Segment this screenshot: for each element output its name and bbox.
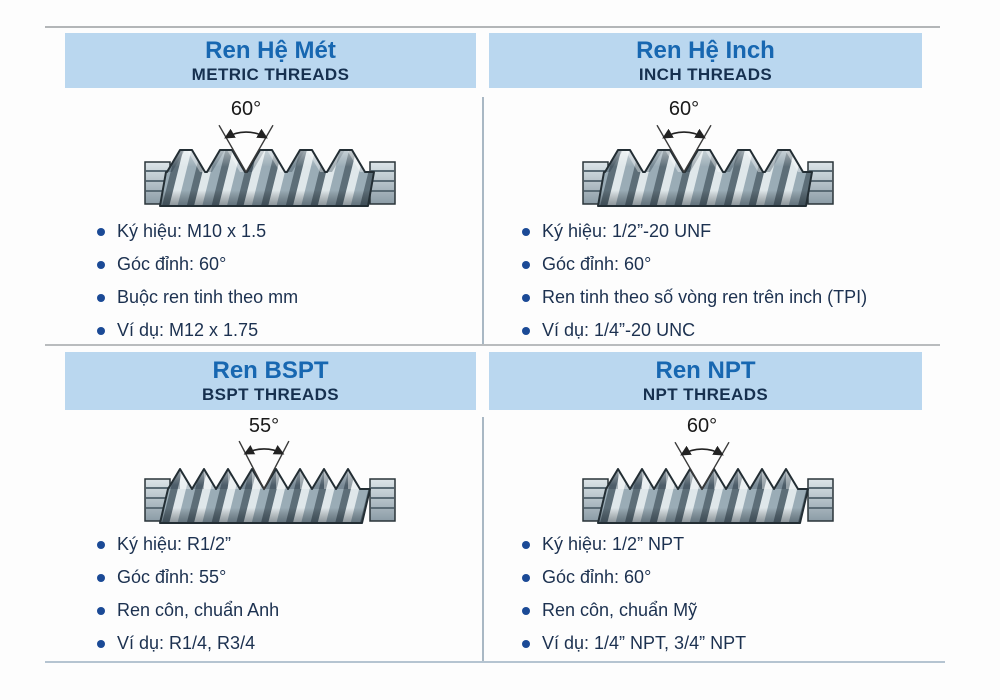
header-npt: Ren NPT NPT THREADS: [489, 352, 922, 410]
spec-list-npt: Ký hiệu: 1/2” NPT Góc đỉnh: 60° Ren côn,…: [522, 534, 942, 666]
header-inch: Ren Hệ Inch INCH THREADS: [489, 33, 922, 88]
panel-subtitle: BSPT THREADS: [201, 385, 340, 404]
header-metric: Ren Hệ Mét METRIC THREADS: [65, 33, 476, 88]
bullet-icon: [97, 607, 105, 615]
bullet-icon: [522, 607, 530, 615]
thread-svg: 55°: [144, 415, 396, 524]
vertical-divider-top: [482, 97, 484, 344]
list-item-text: Ví dụ: M12 x 1.75: [117, 320, 259, 340]
list-item: Góc đỉnh: 60°: [97, 254, 517, 275]
list-item-text: Ví dụ: R1/4, R3/4: [117, 633, 256, 653]
thread-right-shank: [807, 478, 834, 522]
middle-divider-line: [45, 344, 940, 346]
bullet-icon: [522, 261, 530, 269]
bullet-icon: [522, 541, 530, 549]
bullet-icon: [97, 228, 105, 236]
bullet-icon: [97, 327, 105, 335]
list-item: Ren tinh theo số vòng ren trên inch (TPI…: [522, 287, 942, 308]
list-item: Ren côn, chuẩn Anh: [97, 600, 517, 621]
bullet-icon: [97, 261, 105, 269]
thread-svg: 60°: [144, 98, 396, 207]
angle-arc-arrow: [243, 445, 285, 455]
bullet-icon: [522, 574, 530, 582]
list-item: Ký hiệu: 1/2” NPT: [522, 534, 942, 555]
bullet-icon: [522, 294, 530, 302]
list-item-text: Góc đỉnh: 55°: [117, 567, 227, 587]
thread-svg: 60°: [582, 98, 834, 207]
bullet-icon: [97, 574, 105, 582]
list-item-text: Ví dụ: 1/4” NPT, 3/4” NPT: [542, 633, 747, 653]
list-item-text: Ví dụ: 1/4”-20 UNC: [542, 320, 696, 340]
angle-label: 55°: [249, 415, 279, 437]
thread-right-shank: [369, 478, 396, 522]
panel-subtitle: INCH THREADS: [638, 64, 773, 84]
angle-label: 60°: [687, 415, 717, 437]
list-item-text: Ký hiệu: 1/2” NPT: [542, 534, 685, 554]
angle-label: 60°: [669, 98, 699, 120]
list-item-text: Ren côn, chuẩn Mỹ: [542, 600, 698, 620]
list-item-text: Ký hiệu: 1/2”-20 UNF: [542, 221, 712, 241]
thread-illustration-npt: 60°: [578, 413, 838, 531]
panel-title: Ren BSPT: [212, 357, 329, 384]
list-item-text: Góc đỉnh: 60°: [542, 254, 652, 274]
list-item: Ký hiệu: M10 x 1.5: [97, 221, 517, 242]
list-item: Góc đỉnh: 55°: [97, 567, 517, 588]
panel-subtitle: NPT THREADS: [642, 385, 769, 404]
bullet-icon: [522, 640, 530, 648]
angle-arc-arrow: [224, 128, 268, 139]
bullet-icon: [97, 640, 105, 648]
list-item: Ký hiệu: 1/2”-20 UNF: [522, 221, 942, 242]
angle-flank-lines: [656, 124, 712, 174]
spec-list-inch: Ký hiệu: 1/2”-20 UNF Góc đỉnh: 60° Ren t…: [522, 221, 942, 353]
panel-title: Ren Hệ Mét: [205, 36, 336, 64]
list-item-text: Buộc ren tinh theo mm: [117, 287, 299, 307]
list-item-text: Góc đỉnh: 60°: [117, 254, 227, 274]
bullet-icon: [522, 228, 530, 236]
panel-subtitle: METRIC THREADS: [191, 64, 350, 84]
list-item: Ví dụ: 1/4” NPT, 3/4” NPT: [522, 633, 942, 654]
list-item: Góc đỉnh: 60°: [522, 254, 942, 275]
top-divider-line: [45, 26, 940, 28]
spec-list-metric: Ký hiệu: M10 x 1.5 Góc đỉnh: 60° Buộc re…: [97, 221, 517, 353]
bottom-divider-line: [45, 661, 945, 663]
list-item: Ký hiệu: R1/2”: [97, 534, 517, 555]
list-item: Ví dụ: M12 x 1.75: [97, 320, 517, 341]
panel-title: Ren Hệ Inch: [636, 36, 775, 64]
list-item: Ví dụ: R1/4, R3/4: [97, 633, 517, 654]
list-item-text: Ký hiệu: M10 x 1.5: [117, 221, 267, 241]
thread-illustration-metric: 60°: [140, 96, 400, 214]
panel-title: Ren NPT: [655, 357, 756, 384]
thread-svg: 60°: [582, 415, 834, 524]
thread-illustration-inch: 60°: [578, 96, 838, 214]
list-item: Ví dụ: 1/4”-20 UNC: [522, 320, 942, 341]
angle-arc-arrow: [662, 128, 706, 139]
angle-flank-lines: [238, 440, 290, 491]
thread-right-shank: [807, 161, 834, 205]
list-item-text: Ký hiệu: R1/2”: [117, 534, 232, 554]
list-item-text: Ren côn, chuẩn Anh: [117, 600, 280, 620]
angle-flank-lines: [218, 124, 274, 174]
list-item: Góc đỉnh: 60°: [522, 567, 942, 588]
thread-right-shank: [369, 161, 396, 205]
spec-list-bspt: Ký hiệu: R1/2” Góc đỉnh: 55° Ren côn, ch…: [97, 534, 517, 666]
bullet-icon: [522, 327, 530, 335]
angle-arc-arrow: [680, 445, 724, 456]
thread-illustration-bspt: 55°: [140, 413, 400, 531]
angle-flank-lines: [674, 441, 730, 491]
list-item-text: Ren tinh theo số vòng ren trên inch (TPI…: [542, 287, 868, 307]
vertical-divider-bottom: [482, 417, 484, 661]
list-item: Buộc ren tinh theo mm: [97, 287, 517, 308]
bullet-icon: [97, 294, 105, 302]
list-item-text: Góc đỉnh: 60°: [542, 567, 652, 587]
angle-label: 60°: [231, 98, 261, 120]
bullet-icon: [97, 541, 105, 549]
list-item: Ren côn, chuẩn Mỹ: [522, 600, 942, 621]
header-bspt: Ren BSPT BSPT THREADS: [65, 352, 476, 410]
